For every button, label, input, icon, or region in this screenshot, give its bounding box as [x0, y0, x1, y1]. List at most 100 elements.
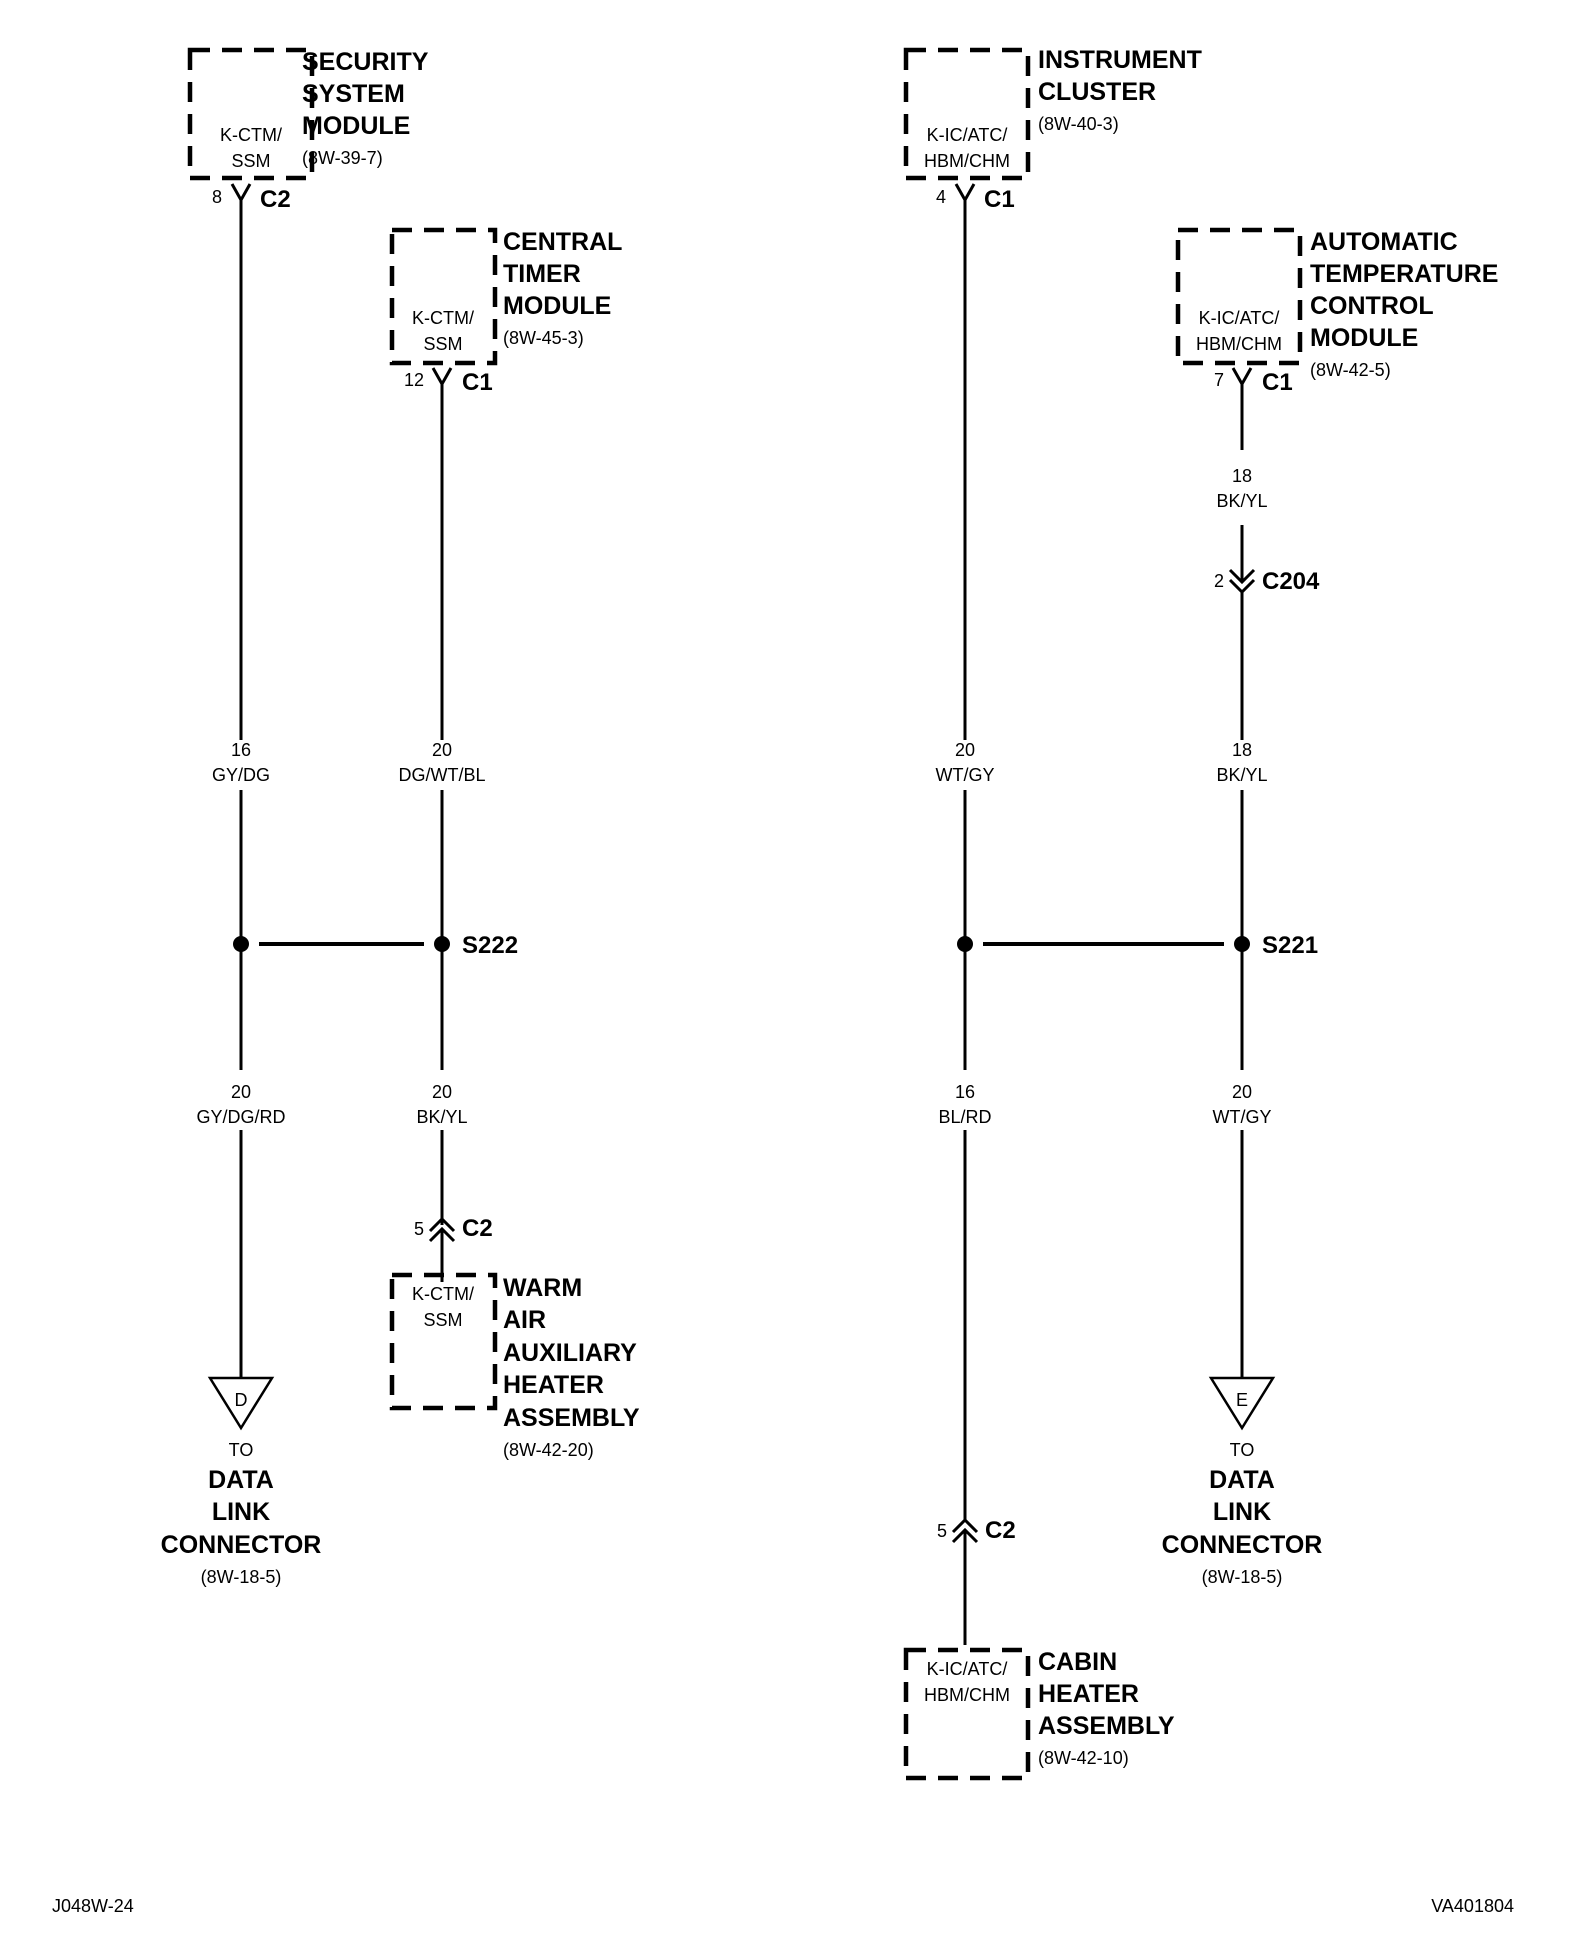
link-to: TO — [1230, 1440, 1255, 1460]
splice-label: S221 — [1262, 932, 1318, 959]
wire-gauge: 20 — [1232, 1082, 1252, 1102]
module-name: HEATER — [503, 1371, 604, 1399]
connector-name: C2 — [985, 1517, 1016, 1544]
module-code: K-CTM/ — [412, 308, 474, 328]
link-ref: (8W-18-5) — [1202, 1567, 1283, 1587]
connector-ctm-c1: 12 C1 — [404, 367, 493, 396]
connector-atc-c1: 7 C1 — [1214, 367, 1293, 396]
wire-gauge: 18 — [1232, 466, 1252, 486]
link-letter: D — [235, 1390, 248, 1410]
module-name: CLUSTER — [1038, 78, 1156, 106]
wire-color: WT/GY — [936, 765, 995, 785]
splice-label: S222 — [462, 932, 518, 959]
link-ref: (8W-18-5) — [201, 1567, 282, 1587]
module-code: HBM/CHM — [924, 1685, 1010, 1705]
wire-gauge: 20 — [432, 1082, 452, 1102]
connector-name: C1 — [462, 369, 493, 396]
module-code: HBM/CHM — [924, 151, 1010, 171]
figure-code-left: J048W-24 — [52, 1896, 134, 1916]
security-system-module: K-CTM/ SSM SECURITY SYSTEM MODULE (8W-39… — [187, 47, 429, 181]
connector-sec-c2: 8 C2 — [212, 183, 291, 213]
module-code: K-IC/ATC/ — [927, 125, 1008, 145]
link-name: LINK — [212, 1498, 270, 1526]
module-code: K-IC/ATC/ — [1199, 308, 1280, 328]
wire-color: GY/DG/RD — [196, 1107, 285, 1127]
warm-air-heater-assembly: K-CTM/ SSM WARM AIR AUXILIARY HEATER ASS… — [389, 1272, 640, 1460]
automatic-temperature-control-module: K-IC/ATC/ HBM/CHM AUTOMATIC TEMPERATURE … — [1175, 227, 1498, 380]
module-name: AIR — [503, 1306, 546, 1334]
connector-c204: 2 C204 — [1214, 568, 1320, 595]
wire-gauge: 18 — [1232, 740, 1252, 760]
module-code: SSM — [423, 334, 462, 354]
instrument-cluster: K-IC/ATC/ HBM/CHM INSTRUMENT CLUSTER (8W… — [903, 46, 1202, 181]
link-name: DATA — [1209, 1466, 1275, 1494]
wire-gauge: 20 — [432, 740, 452, 760]
module-ref: (8W-42-10) — [1038, 1748, 1129, 1768]
module-code: SSM — [423, 1310, 462, 1330]
module-name: WARM — [503, 1274, 582, 1302]
module-code: K-CTM/ — [220, 125, 282, 145]
pin-number: 5 — [414, 1219, 424, 1239]
module-ref: (8W-45-3) — [503, 328, 584, 348]
module-name: TIMER — [503, 260, 581, 288]
module-ref: (8W-39-7) — [302, 148, 383, 168]
connector-name: C2 — [260, 186, 291, 213]
link-name: LINK — [1213, 1498, 1271, 1526]
module-name: MODULE — [503, 292, 611, 320]
module-name: CONTROL — [1310, 292, 1434, 320]
link-name: CONNECTOR — [1162, 1531, 1323, 1559]
pin-number: 4 — [936, 187, 946, 207]
wire-gauge: 20 — [955, 740, 975, 760]
module-code: K-IC/ATC/ — [927, 1659, 1008, 1679]
wire-color: BL/RD — [938, 1107, 991, 1127]
module-ref: (8W-42-5) — [1310, 360, 1391, 380]
wire-color: BK/YL — [416, 1107, 467, 1127]
module-name: CENTRAL — [503, 228, 622, 256]
module-name: ASSEMBLY — [503, 1404, 640, 1432]
module-name: CABIN — [1038, 1648, 1117, 1676]
wire-gauge: 16 — [231, 740, 251, 760]
module-code: K-CTM/ — [412, 1284, 474, 1304]
connector-name: C204 — [1262, 568, 1320, 595]
link-to: TO — [229, 1440, 254, 1460]
splice-s221: S221 — [957, 932, 1318, 959]
module-code: HBM/CHM — [1196, 334, 1282, 354]
splice-s222: S222 — [233, 932, 518, 959]
pin-number: 12 — [404, 370, 424, 390]
connector-cabin-c2: 5 C2 — [937, 1517, 1016, 1544]
module-name: SYSTEM — [302, 80, 405, 108]
module-name: SECURITY — [302, 48, 429, 76]
data-link-connector-e: E TO DATA LINK CONNECTOR (8W-18-5) — [1162, 1376, 1323, 1587]
connector-warm-c2: 5 C2 — [414, 1215, 493, 1282]
link-letter: E — [1236, 1390, 1248, 1410]
pin-number: 2 — [1214, 571, 1224, 591]
module-name: ASSEMBLY — [1038, 1712, 1175, 1740]
module-ref: (8W-42-20) — [503, 1440, 594, 1460]
connector-name: C2 — [462, 1215, 493, 1242]
wire-gauge: 20 — [231, 1082, 251, 1102]
wire-color: BK/YL — [1216, 765, 1267, 785]
wire-gauge: 16 — [955, 1082, 975, 1102]
connector-name: C1 — [984, 186, 1015, 213]
pin-number: 8 — [212, 187, 222, 207]
module-name: AUTOMATIC — [1310, 228, 1458, 256]
wire-color: DG/WT/BL — [398, 765, 485, 785]
module-code: SSM — [231, 151, 270, 171]
module-name: INSTRUMENT — [1038, 46, 1202, 74]
connector-ic-c1: 4 C1 — [936, 183, 1015, 213]
wire-color: BK/YL — [1216, 491, 1267, 511]
module-name: AUXILIARY — [503, 1339, 637, 1367]
central-timer-module: K-CTM/ SSM CENTRAL TIMER MODULE (8W-45-3… — [389, 227, 622, 366]
module-name: TEMPERATURE — [1310, 260, 1498, 288]
data-link-connector-d: D TO DATA LINK CONNECTOR (8W-18-5) — [161, 1376, 321, 1587]
figure-code-right: VA401804 — [1431, 1896, 1514, 1916]
module-name: MODULE — [302, 112, 410, 140]
pin-number: 7 — [1214, 370, 1224, 390]
cabin-heater-assembly: K-IC/ATC/ HBM/CHM CABIN HEATER ASSEMBLY … — [903, 1647, 1175, 1781]
wire-color: WT/GY — [1213, 1107, 1272, 1127]
module-ref: (8W-40-3) — [1038, 114, 1119, 134]
link-name: DATA — [208, 1466, 274, 1494]
wire-color: GY/DG — [212, 765, 270, 785]
connector-name: C1 — [1262, 369, 1293, 396]
